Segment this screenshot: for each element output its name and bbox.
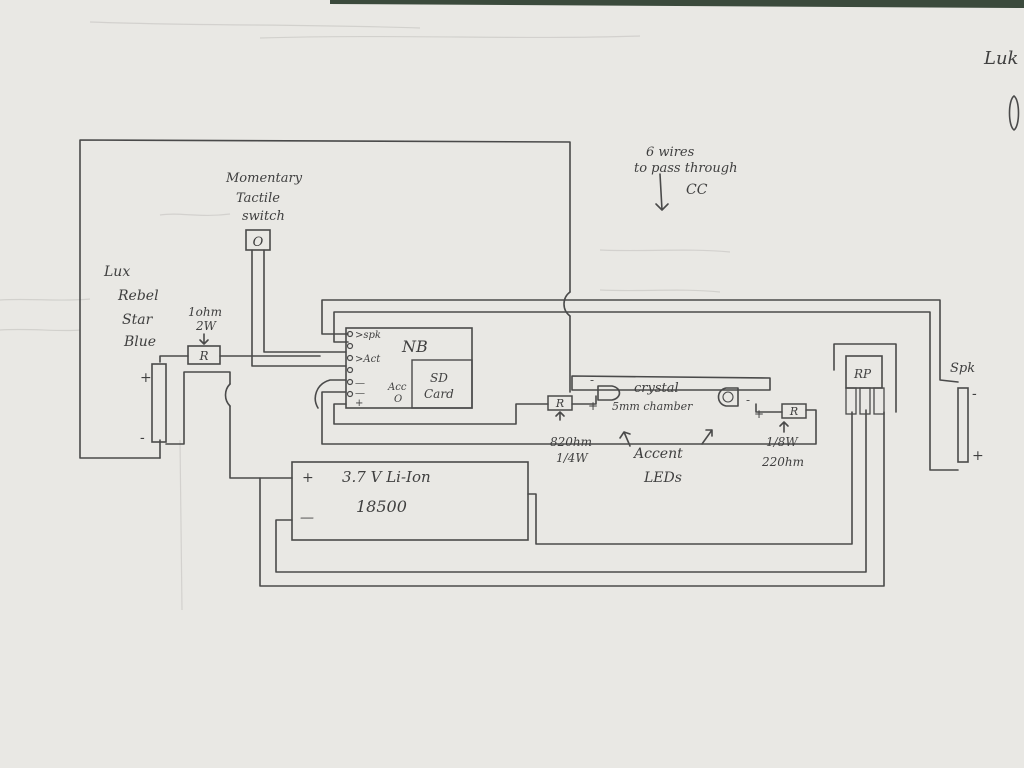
main-resistor: R 1ohm 2W [187, 305, 222, 365]
switch-label-2: Tactile [236, 191, 280, 206]
main-led-plus: + [140, 370, 152, 386]
battery-minus: — [300, 510, 314, 526]
wire-led-minus [165, 371, 231, 445]
accent-led-left-plus: + [588, 399, 598, 413]
rp-module: RP [845, 355, 885, 415]
accent-led-left-minus: - [590, 373, 594, 387]
accent-resistor-left-value-1: 820hm [550, 435, 592, 449]
rp-label: RP [853, 367, 872, 381]
main-led-label-1: Lux [103, 264, 130, 280]
speaker-minus: - [972, 386, 977, 402]
corner-text: Luk [983, 48, 1018, 69]
nb-sd-label-2: Card [424, 387, 454, 401]
wire-resistor-led-left [571, 395, 597, 405]
nb-pins: >spk >Act — — + [346, 330, 381, 409]
accent-resistor-left-value-2: 1/4W [556, 451, 589, 465]
wire-hop-top [563, 291, 571, 317]
nb-board: NB >spk >Act — — + Acc O SD Card [345, 327, 473, 409]
crystal-chamber-label-1: crystal [634, 381, 679, 396]
wire-nb-bottom-1 [333, 403, 549, 425]
main-resistor-symbol: R [198, 349, 208, 363]
nb-pin-minus-2: — [355, 388, 365, 399]
main-led-minus: - [140, 430, 145, 446]
wire-accent-strip [571, 375, 771, 391]
battery-plus: + [302, 470, 314, 486]
main-resistor-value-1: 1ohm [188, 305, 222, 319]
accent-leds-label-2: LEDs [643, 470, 682, 486]
wire-nb-minus-loop [314, 379, 347, 409]
wire-bottom-outer [259, 411, 885, 587]
wires-note-2: to pass through [634, 161, 737, 176]
main-led-label-2: Rebel [117, 288, 159, 304]
wire-led-resistor [159, 355, 189, 363]
corner-scribble [1008, 95, 1020, 131]
speaker-plus: + [972, 448, 984, 464]
accent-led-right-plus: + [754, 407, 764, 421]
cutting-mat [330, 0, 1024, 8]
accent-resistor-right-value-1: 1/8W [766, 435, 799, 449]
accent-resistor-right: R 1/8W 220hm [761, 403, 807, 469]
accent-resistor-left-symbol: R [555, 397, 564, 410]
wire-switch-a [251, 249, 347, 367]
main-led: Lux Rebel Star Blue + - [103, 264, 167, 446]
wire-spk-plus [321, 299, 959, 383]
accent-resistor-right-value-2: 220hm [761, 455, 804, 469]
wire-switch-b [263, 249, 347, 353]
accent-led-left: + - [588, 373, 621, 413]
accent-leds-callout: Accent LEDs [619, 429, 713, 486]
accent-resistor-left: R 820hm 1/4W [547, 395, 592, 465]
switch-symbol: O [253, 235, 264, 250]
wire-battery-left [275, 409, 867, 573]
nb-pin-spk: >spk [355, 330, 381, 341]
wires-note-1: 6 wires [646, 145, 695, 160]
nb-acc-label: Acc [387, 382, 407, 393]
wire-nb-bottom-2 [321, 391, 817, 445]
wires-note-3: CC [686, 182, 708, 198]
wires-note: 6 wires to pass through CC [634, 145, 737, 211]
wire-spk-minus [333, 311, 959, 471]
nb-sd-label-1: SD [430, 371, 448, 385]
nb-pin-act: >Act [355, 354, 381, 365]
battery-label-1: 3.7 V Li-Ion [342, 468, 431, 486]
nb-title: NB [401, 337, 428, 356]
battery-label-2: 18500 [356, 497, 407, 516]
bleed-through-text [0, 21, 731, 611]
battery-18500: 3.7 V Li-Ion 18500 + — [291, 461, 529, 541]
nb-acc-symbol: O [394, 394, 402, 405]
wire-to-battery-plus [229, 405, 293, 479]
accent-led-right: - + [717, 387, 764, 421]
accent-leds-label-1: Accent [632, 446, 683, 462]
wire-led-right-to-resistor [755, 403, 783, 413]
speaker: Spk - + [950, 361, 984, 464]
switch-label-3: switch [242, 209, 285, 224]
accent-led-right-minus: - [746, 393, 750, 407]
main-led-label-3: Star [122, 312, 154, 328]
wire-rp-top [833, 343, 897, 413]
nb-pin-minus-1: — [355, 378, 365, 389]
momentary-switch: O Momentary Tactile switch [225, 171, 303, 251]
speaker-label: Spk [950, 361, 975, 376]
switch-label-1: Momentary [225, 171, 303, 186]
accent-resistor-right-symbol: R [789, 405, 798, 418]
nb-pin-plus: + [355, 398, 363, 409]
crystal-chamber-label-2: 5mm chamber [612, 400, 693, 413]
main-resistor-value-2: 2W [195, 319, 218, 333]
wire-outer-frame [79, 139, 571, 459]
main-led-label-4: Blue [123, 334, 156, 350]
wire-battery-right [527, 411, 853, 545]
wire-hop-left [224, 383, 231, 407]
